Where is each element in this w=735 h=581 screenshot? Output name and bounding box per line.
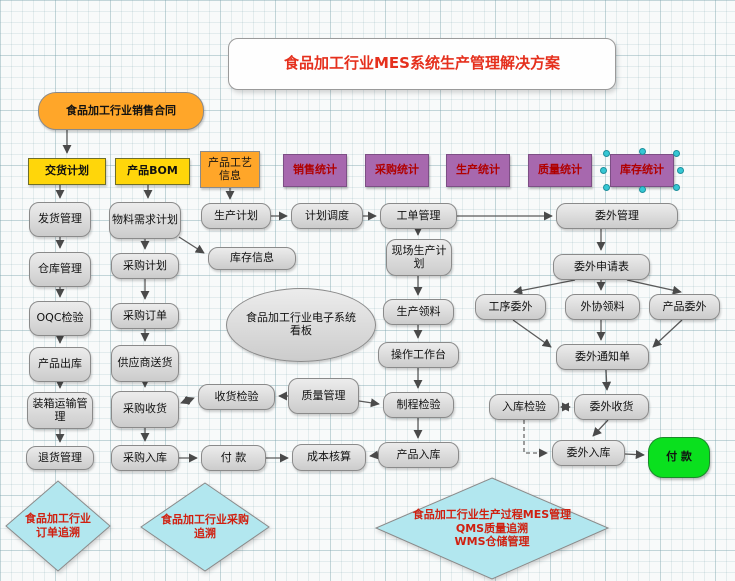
node-quality-stats[interactable]: 质量统计	[528, 154, 592, 187]
node-payment-right[interactable]: 付 款	[648, 437, 710, 478]
node-inbound-inspection[interactable]: 入库检验	[489, 394, 559, 420]
edge	[178, 236, 205, 254]
selection-handle[interactable]	[677, 167, 684, 174]
mes-line-2: QMS质量追溯	[455, 521, 529, 535]
node-product-bom[interactable]: 产品BOM	[115, 158, 190, 185]
diamond-label: 食品加工行业订单追溯	[25, 512, 91, 539]
edge	[652, 319, 683, 348]
edge	[369, 450, 379, 460]
node-production-stats[interactable]: 生产统计	[446, 154, 510, 187]
diamond-shape	[140, 482, 270, 572]
node-work-order-mgmt[interactable]: 工单管理	[380, 203, 457, 229]
mes-line-3: WMS仓储管理	[454, 535, 530, 549]
mes-line-1: 食品加工行业生产过程MES管理	[412, 507, 572, 521]
selection-handle[interactable]	[603, 150, 610, 157]
node-outsourcing-receiving[interactable]: 委外收货	[574, 394, 649, 420]
edge	[592, 419, 609, 437]
node-supplier-delivery[interactable]: 供应商送货	[111, 345, 179, 382]
node-delivery-plan[interactable]: 交货计划	[28, 158, 106, 185]
node-outsourcing-inbound[interactable]: 委外入库	[552, 440, 625, 466]
node-plan-scheduling[interactable]: 计划调度	[291, 203, 363, 229]
diamond-mes-management[interactable]: 食品加工行业生产过程MES管理 QMS质量追溯 WMS仓储管理	[374, 477, 610, 580]
node-outsourcing-mgmt[interactable]: 委外管理	[556, 203, 678, 229]
node-product-process-info[interactable]: 产品工艺信息	[200, 151, 260, 188]
node-packing-transport-mgmt[interactable]: 装箱运输管理	[27, 392, 93, 429]
diamond-order-tracing[interactable]: 食品加工行业订单追溯	[4, 480, 112, 572]
node-process-inspection[interactable]: 制程检验	[383, 392, 454, 418]
node-warehouse-mgmt[interactable]: 仓库管理	[29, 252, 91, 287]
edge	[626, 279, 682, 295]
selection-handle[interactable]	[603, 184, 610, 191]
node-sales-contract[interactable]: 食品加工行业销售合同	[38, 92, 204, 130]
node-product-inbound[interactable]: 产品入库	[378, 442, 459, 468]
node-product-outsourcing[interactable]: 产品委外	[649, 294, 720, 320]
node-receiving-inspection[interactable]: 收货检验	[198, 384, 275, 410]
node-inventory-info[interactable]: 库存信息	[208, 247, 296, 270]
selection-handle[interactable]	[673, 150, 680, 157]
diamond-purchase-tracing[interactable]: 食品加工行业采购追溯	[139, 482, 271, 572]
node-outsourcing-application[interactable]: 委外申请表	[553, 254, 650, 280]
node-kanban[interactable]: 食品加工行业电子系统看板	[226, 288, 376, 362]
node-purchase-plan[interactable]: 采购计划	[111, 253, 179, 279]
node-external-picking[interactable]: 外协领料	[565, 294, 640, 320]
diagram-title: 食品加工行业MES系统生产管理解决方案	[228, 38, 616, 90]
node-quality-mgmt[interactable]: 质量管理	[288, 378, 359, 414]
node-outsourcing-notice[interactable]: 委外通知单	[556, 344, 649, 370]
node-sales-stats[interactable]: 销售统计	[283, 154, 347, 187]
node-product-outbound[interactable]: 产品出库	[29, 347, 91, 382]
diamond-label: 食品加工行业采购追溯	[161, 513, 249, 540]
edge	[513, 279, 576, 295]
selection-handle[interactable]	[639, 186, 646, 193]
edge	[624, 450, 645, 460]
node-process-outsourcing[interactable]: 工序委外	[475, 294, 546, 320]
node-return-mgmt[interactable]: 退货管理	[26, 446, 94, 470]
selection-handle[interactable]	[600, 167, 607, 174]
edge-dashed	[180, 395, 195, 406]
selection-handle[interactable]	[639, 148, 646, 155]
diamond-shape	[5, 480, 111, 572]
node-production-plan[interactable]: 生产计划	[201, 203, 271, 229]
diamond-label: 食品加工行业生产过程MES管理 QMS质量追溯 WMS仓储管理	[374, 477, 610, 580]
node-purchase-order[interactable]: 采购订单	[111, 303, 179, 329]
node-shipping-mgmt[interactable]: 发货管理	[29, 202, 91, 237]
node-oqc-inspection[interactable]: OQC检验	[29, 301, 91, 336]
node-production-picking[interactable]: 生产领料	[383, 299, 454, 325]
diamond-shape	[374, 477, 610, 580]
node-cost-accounting[interactable]: 成本核算	[292, 444, 366, 471]
edge	[512, 319, 552, 348]
node-onsite-production-plan[interactable]: 现场生产计划	[386, 239, 452, 276]
edge	[602, 369, 612, 391]
edge	[358, 398, 380, 408]
node-operation-workbench[interactable]: 操作工作台	[378, 342, 459, 368]
node-material-requirement-plan[interactable]: 物料需求计划	[109, 202, 181, 239]
node-purchase-receiving[interactable]: 采购收货	[111, 391, 179, 428]
node-purchase-inbound[interactable]: 采购入库	[111, 445, 179, 471]
selection-handle[interactable]	[673, 184, 680, 191]
node-purchase-stats[interactable]: 采购统计	[365, 154, 429, 187]
node-payment-left[interactable]: 付 款	[201, 445, 266, 471]
node-inventory-stats[interactable]: 库存统计	[610, 154, 674, 187]
edge-dashed	[523, 420, 548, 458]
